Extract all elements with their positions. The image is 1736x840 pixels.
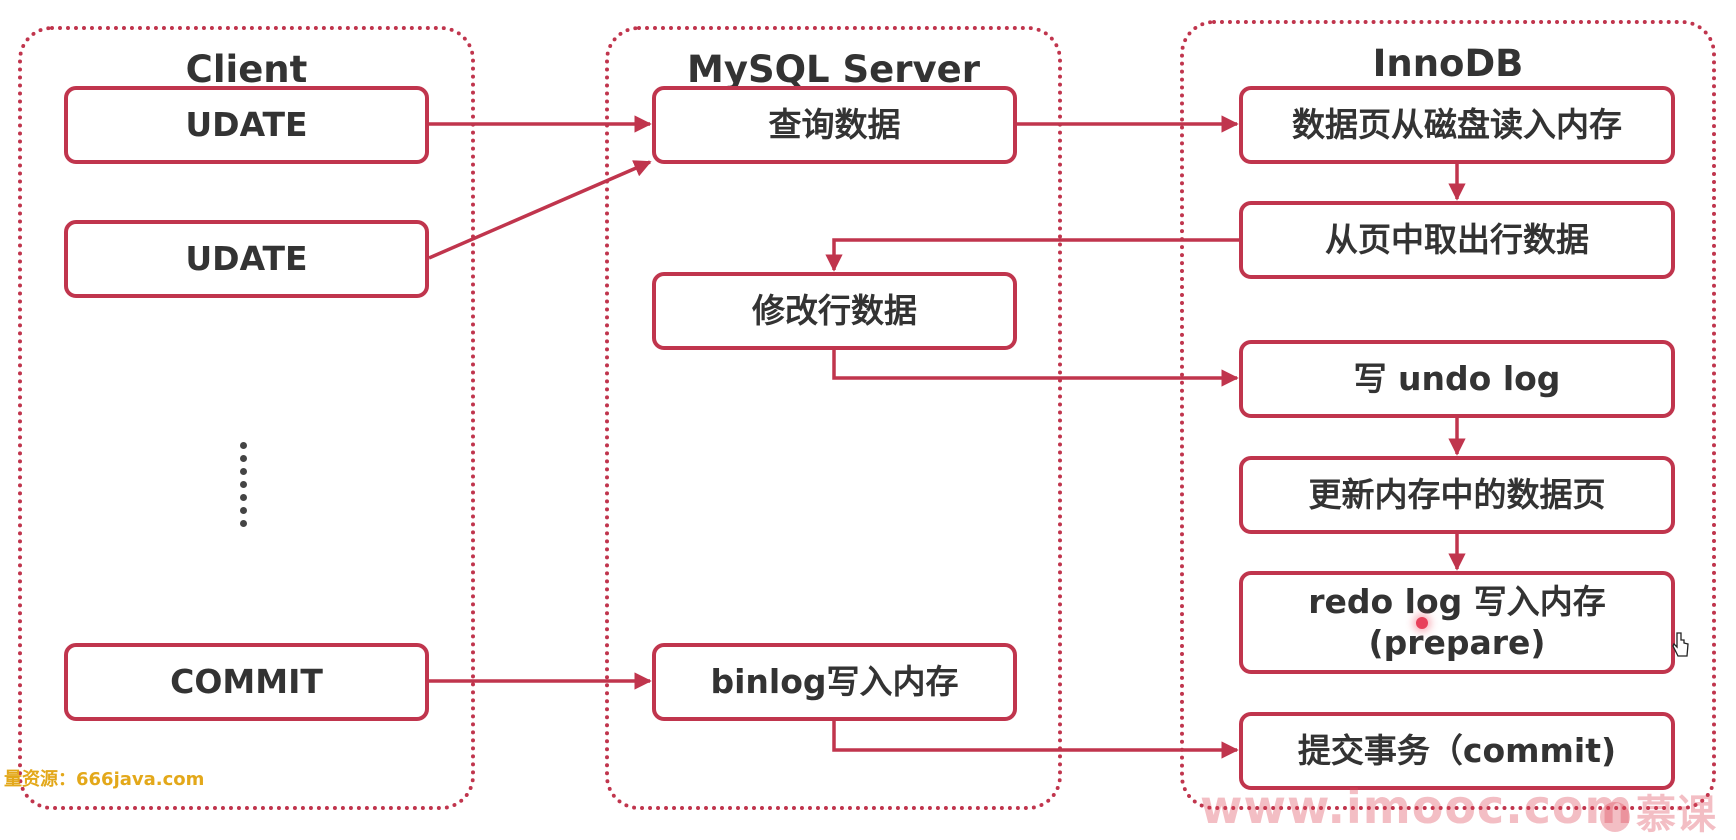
query-data-label: 查询数据 [768, 104, 901, 144]
innodb-lane-title: InnoDB [1372, 42, 1524, 85]
redo-log-box: redo log 写入内存 (prepare) [1239, 571, 1675, 674]
update-page-label: 更新内存中的数据页 [1308, 474, 1606, 514]
read-page-label: 数据页从磁盘读入内存 [1292, 104, 1622, 144]
watermark-logo-text: 慕课 [1636, 792, 1716, 838]
fetch-row-label: 从页中取出行数据 [1325, 219, 1589, 259]
modify-row-label: 修改行数据 [752, 290, 917, 330]
client-lane: Client [18, 26, 475, 810]
laser-pointer-dot [1416, 617, 1428, 629]
client-commit-box: COMMIT [64, 643, 429, 721]
client-update-box-1: UDATE [64, 86, 429, 164]
mysql-server-lane-title: MySQL Server [687, 48, 980, 91]
redo-log-label-line1: redo log 写入内存 [1308, 582, 1606, 622]
watermark-right: www.imooc.com [1200, 780, 1634, 834]
redo-log-label-line2: (prepare) [1368, 622, 1546, 662]
commit-tx-label: 提交事务（commit) [1297, 730, 1617, 770]
binlog-box: binlog写入内存 [652, 643, 1017, 721]
undo-log-box: 写 undo log [1239, 340, 1675, 418]
watermark-left: 量资源：666java.com [4, 769, 205, 790]
client-commit-label: COMMIT [170, 661, 323, 701]
imooc-logo-icon [1600, 802, 1630, 832]
hand-cursor-icon [1672, 632, 1689, 657]
mysql-server-lane: MySQL Server [605, 26, 1062, 810]
innodb-lane: InnoDB [1180, 20, 1716, 810]
client-lane-title: Client [185, 48, 308, 91]
query-data-box: 查询数据 [652, 86, 1017, 164]
modify-row-box: 修改行数据 [652, 272, 1017, 350]
update-page-box: 更新内存中的数据页 [1239, 456, 1675, 534]
binlog-label: binlog写入内存 [710, 661, 959, 701]
fetch-row-box: 从页中取出行数据 [1239, 201, 1675, 279]
commit-tx-box: 提交事务（commit) [1239, 712, 1675, 790]
undo-log-label: 写 undo log [1353, 358, 1561, 398]
ellipsis-dots [239, 442, 249, 533]
read-page-box: 数据页从磁盘读入内存 [1239, 86, 1675, 164]
client-update-label-2: UDATE [185, 238, 308, 278]
client-update-box-2: UDATE [64, 220, 429, 298]
watermark-logo: 慕课 [1600, 782, 1716, 840]
client-update-label-1: UDATE [185, 104, 308, 144]
